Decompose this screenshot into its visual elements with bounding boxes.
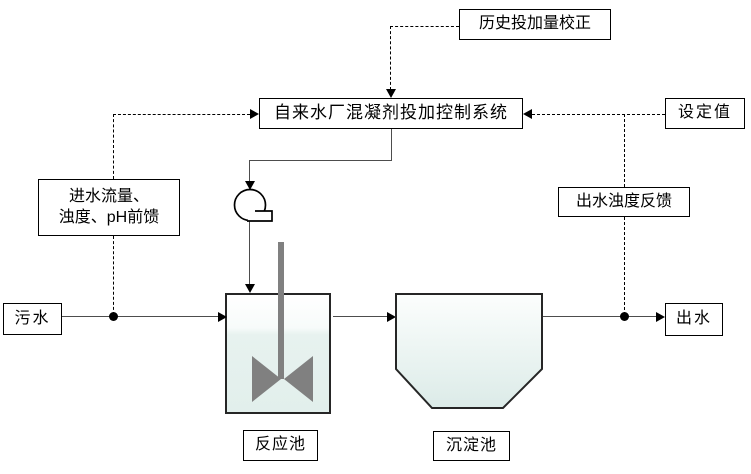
reaction-tank-shape — [225, 293, 331, 414]
effluent-line — [543, 316, 657, 317]
history-correction-box: 历史投加量校正 — [459, 9, 611, 40]
feedback-line-down — [624, 217, 625, 315]
feedforward-line-up — [113, 114, 114, 179]
sedimentation-tank-caption-box: 沉淀池 — [433, 431, 510, 461]
effluent-junction-dot — [620, 312, 629, 321]
control-to-pump-line — [249, 160, 250, 182]
setpoint-arrow-icon — [523, 109, 532, 119]
control-system-label: 自来水厂混凝剂投加控制系统 — [274, 103, 508, 123]
control-output-line-horizontal — [249, 160, 392, 161]
feedback-line-up — [624, 114, 625, 187]
feedforward-label-line1: 进水流量、 — [68, 187, 149, 205]
control-output-line-vertical — [391, 129, 392, 160]
effluent-arrow-icon — [656, 312, 665, 322]
history-correction-label: 历史投加量校正 — [478, 15, 591, 33]
pump-outlet-tab — [247, 210, 273, 222]
influent-arrow-icon — [218, 312, 227, 322]
reaction-to-sedimentation-line — [333, 316, 388, 317]
feedforward-box: 进水流量、 浊度、pH前馈 — [38, 179, 180, 236]
setpoint-label: 设定值 — [677, 104, 732, 122]
setpoint-box: 设定值 — [665, 98, 745, 129]
effluent-feedback-label: 出水浊度反馈 — [575, 192, 672, 210]
feedforward-label-line2: 浊度、pH前馈 — [58, 208, 160, 226]
history-arrow-icon — [386, 89, 396, 98]
effluent-label: 出水 — [675, 310, 712, 328]
influent-line — [62, 316, 219, 317]
control-system-box: 自来水厂混凝剂投加控制系统 — [259, 98, 523, 129]
influent-label: 污水 — [14, 309, 51, 327]
sedimentation-tank-caption: 沉淀池 — [445, 436, 497, 454]
effluent-feedback-box: 出水浊度反馈 — [558, 187, 690, 217]
influent-junction-dot — [109, 312, 118, 321]
feedforward-line-horizontal — [113, 114, 250, 115]
history-line-vertical — [390, 26, 391, 90]
pump-icon — [233, 188, 267, 222]
control-to-pump-arrow-icon — [245, 181, 255, 190]
reaction-tank-caption: 反应池 — [254, 436, 306, 454]
influent-box: 污水 — [3, 303, 62, 335]
pump-to-tank-arrow-icon — [245, 284, 255, 293]
pump-to-tank-line — [249, 221, 250, 285]
reaction-tank-caption-box: 反应池 — [243, 430, 318, 461]
setpoint-line — [532, 114, 665, 115]
feedforward-arrow-icon — [250, 109, 259, 119]
feedforward-line-down — [113, 236, 114, 315]
effluent-box: 出水 — [665, 303, 723, 336]
history-line-horizontal — [390, 26, 459, 27]
reaction-to-sedimentation-arrow-icon — [387, 312, 396, 322]
sedimentation-tank-shape — [395, 293, 543, 409]
